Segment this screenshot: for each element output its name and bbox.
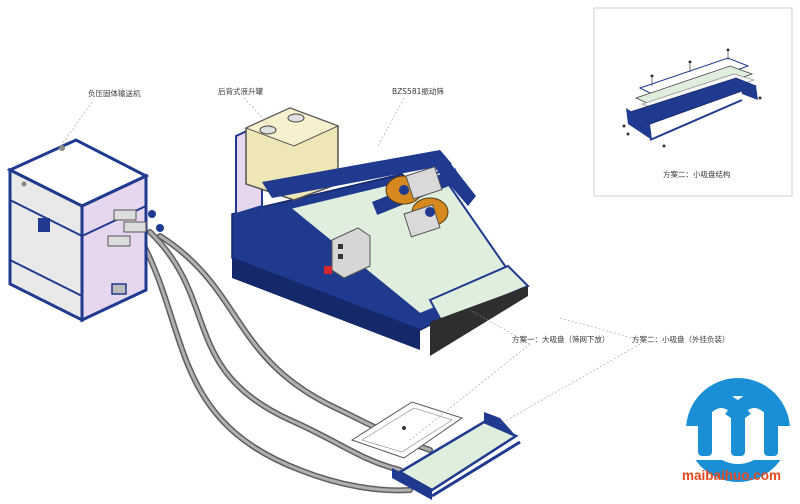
shale-shaker <box>231 107 530 356</box>
label-scheme-two: 方案二：小吸盘（外挂负装） <box>632 334 730 344</box>
small-suction-tray <box>392 412 521 500</box>
logo-icon <box>686 378 790 482</box>
label-scheme-one: 方案一：大吸盘（筛网下放） <box>512 334 610 344</box>
watermark-text: maibaihuo.com <box>682 468 781 483</box>
label-shaker-model: BZS581振动筛 <box>392 86 444 96</box>
small-suction-tray-exploded <box>622 48 762 148</box>
control-box-icon <box>38 218 50 232</box>
motor-icon <box>385 166 449 238</box>
label-conveyor: 负压固体输送机 <box>88 88 141 98</box>
negative-pressure-conveyor <box>6 138 164 323</box>
leader-lines <box>57 97 641 441</box>
suction-tray-icon <box>350 401 464 459</box>
label-bucket-lift: 后背式液升罐 <box>218 86 263 96</box>
inset-caption: 方案二：小吸盘结构 <box>663 169 731 179</box>
